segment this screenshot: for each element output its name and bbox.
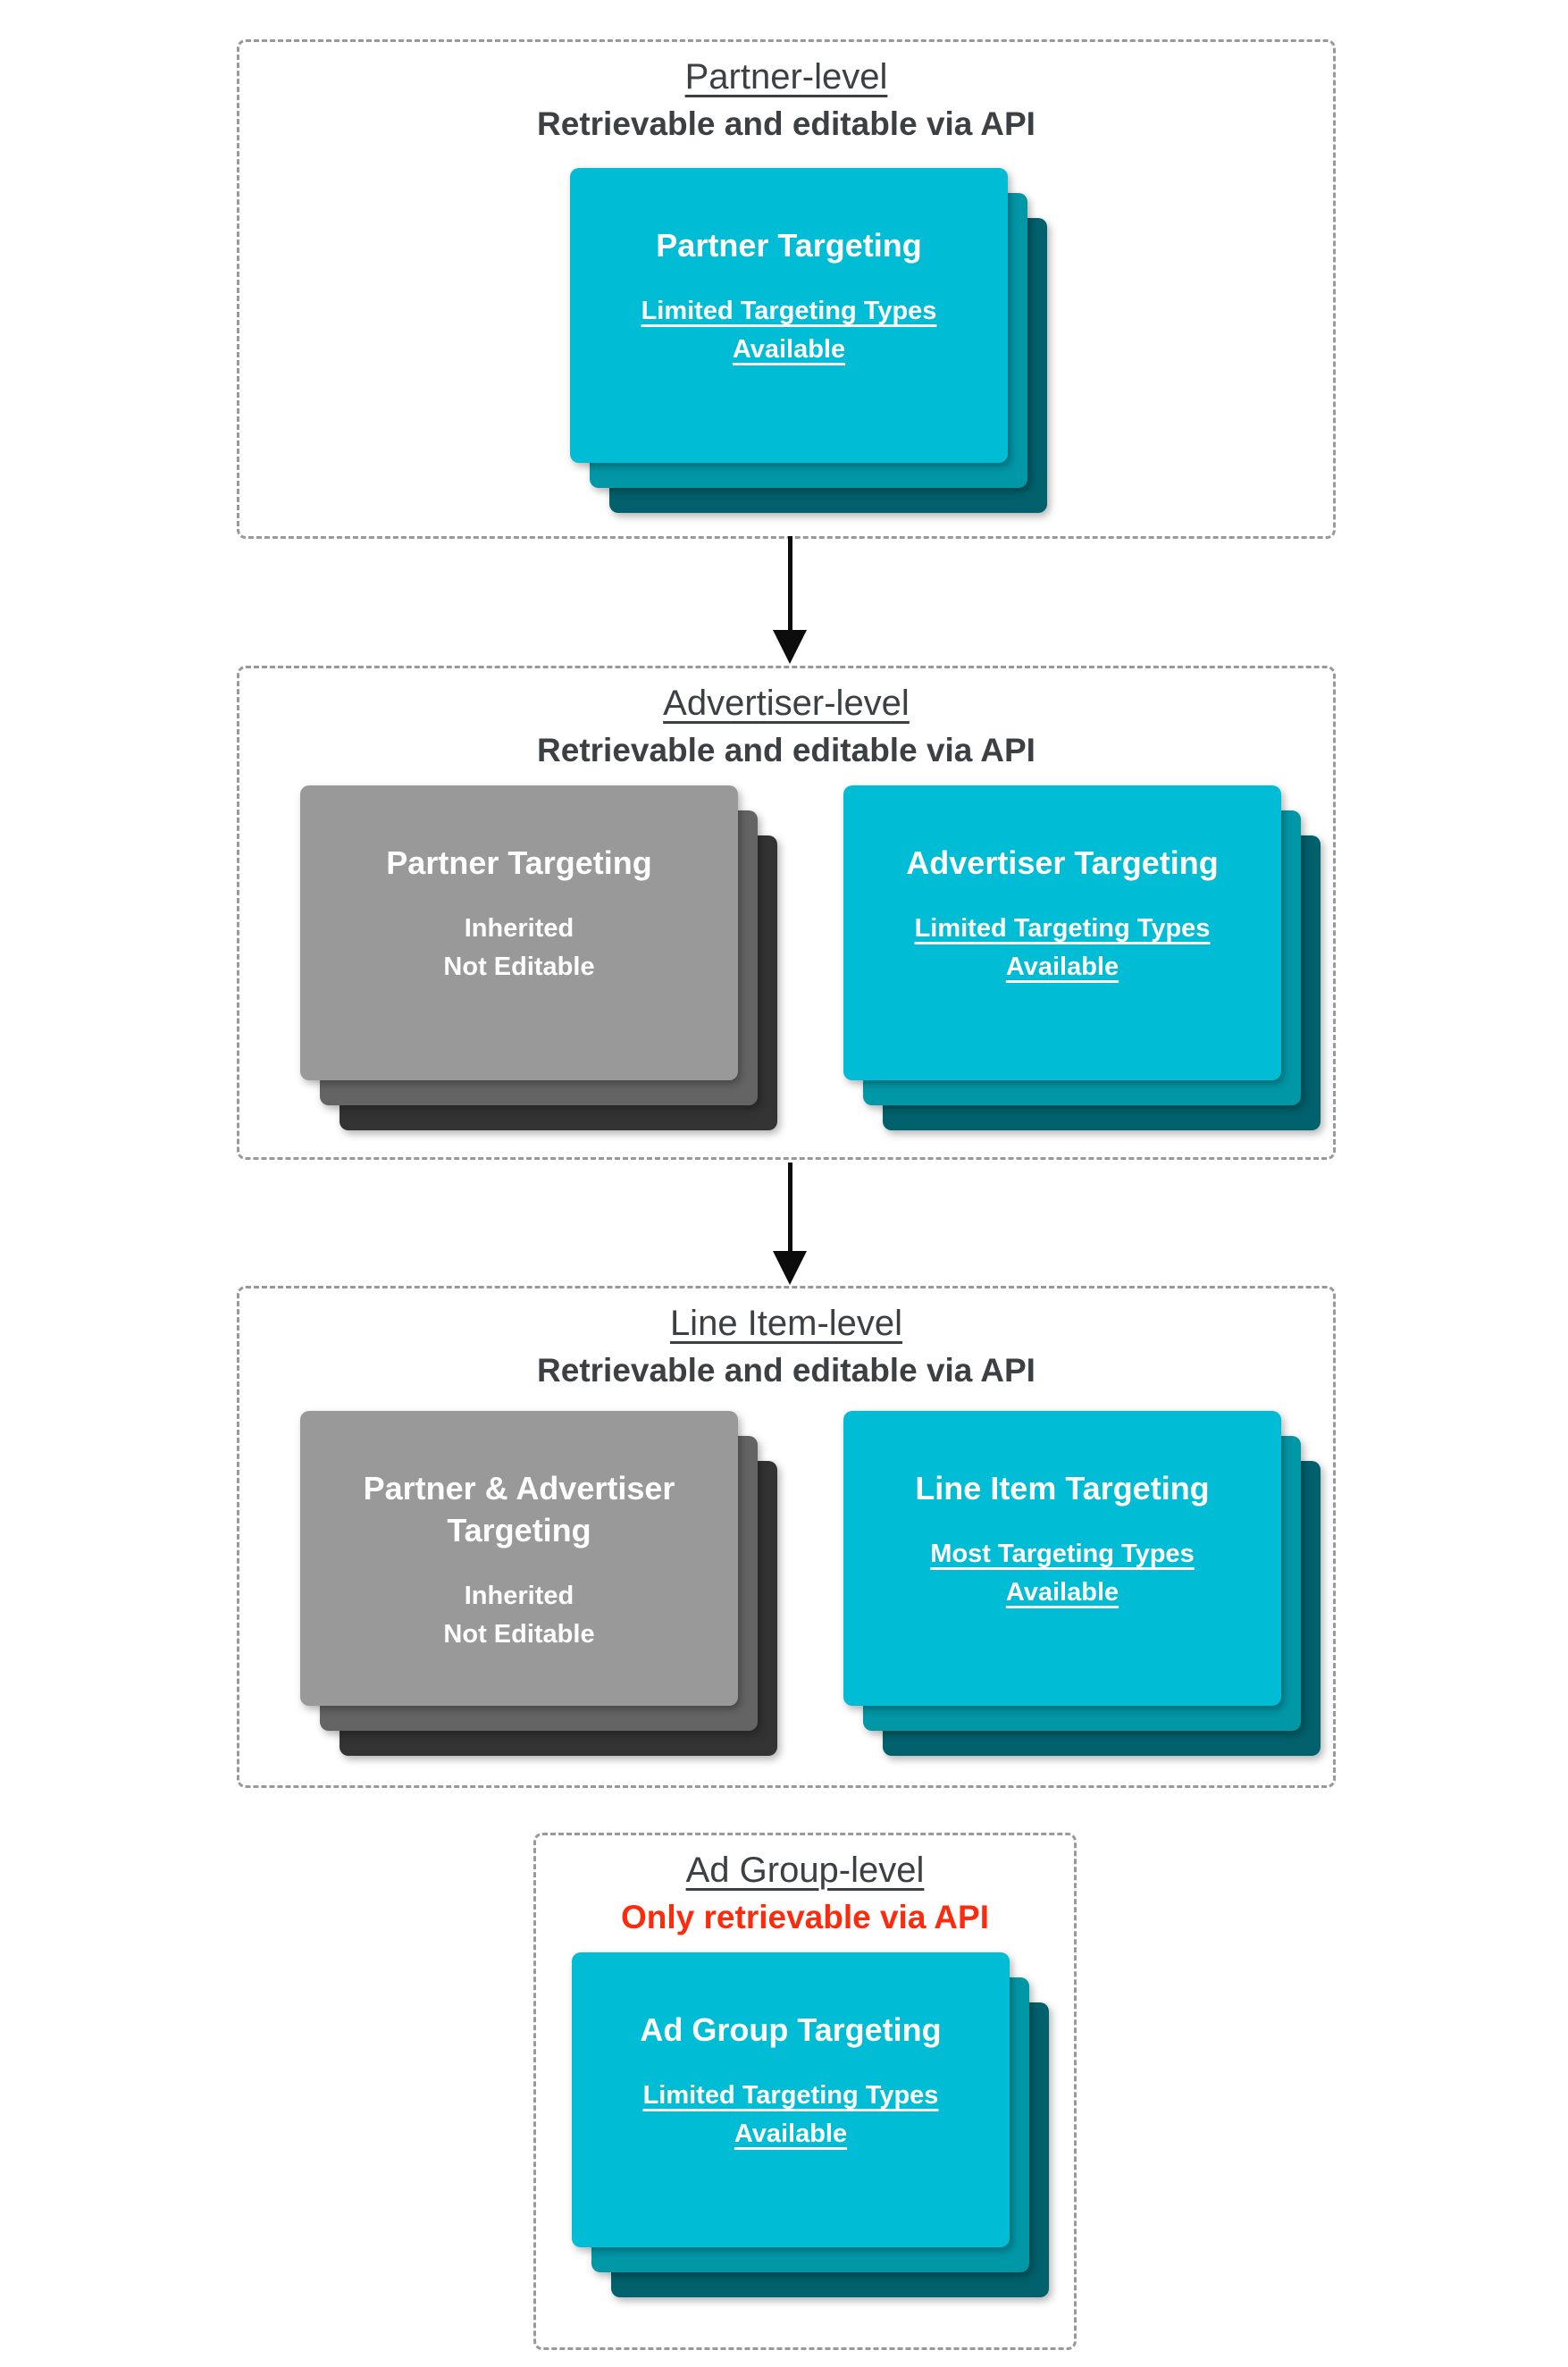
card-stack-line-item-targeting: Line Item Targeting Most Targeting Types…	[843, 1411, 1321, 1756]
section-subtitle: Retrievable and editable via API	[537, 105, 1036, 142]
card-subtitle: Limited Targeting Types Available	[641, 296, 937, 364]
section-subtitle: Retrievable and editable via API	[537, 1352, 1036, 1389]
card-stack-ad-group-targeting: Ad Group Targeting Limited Targeting Typ…	[572, 1952, 1049, 2297]
section-header: Partner-level Retrievable and editable v…	[239, 42, 1333, 144]
arrow-shaft	[787, 1163, 792, 1251]
card-title: Partner Targeting	[656, 227, 922, 264]
arrow-head	[773, 630, 807, 664]
down-arrow-icon	[772, 536, 808, 664]
card-line-item-targeting: Line Item Targeting Most Targeting Types…	[843, 1411, 1281, 1706]
card-stack-advertiser-targeting: Advertiser Targeting Limited Targeting T…	[843, 785, 1321, 1130]
card-title: Partner & Advertiser Targeting	[363, 1470, 675, 1549]
card-partner-targeting: Partner Targeting Limited Targeting Type…	[570, 168, 1008, 463]
card-subtitle: Limited Targeting Types Available	[642, 2080, 939, 2148]
section-title: Advertiser-level	[663, 684, 910, 723]
card-subtitle: Inherited Not Editable	[443, 1581, 595, 1649]
section-title: Ad Group-level	[685, 1851, 925, 1890]
section-line-item-level: Line Item-level Retrievable and editable…	[237, 1286, 1336, 1788]
section-header: Line Item-level Retrievable and editable…	[239, 1288, 1333, 1390]
card-title: Line Item Targeting	[915, 1470, 1210, 1507]
card-title: Ad Group Targeting	[640, 2011, 942, 2048]
section-header: Advertiser-level Retrievable and editabl…	[239, 668, 1333, 770]
arrow-head	[773, 1251, 807, 1285]
section-ad-group-level: Ad Group-level Only retrievable via API …	[533, 1833, 1077, 2350]
section-title: Partner-level	[684, 57, 888, 97]
card-subtitle: Limited Targeting Types Available	[914, 913, 1211, 981]
section-advertiser-level: Advertiser-level Retrievable and editabl…	[237, 666, 1336, 1160]
card-stack-partner-targeting: Partner Targeting Limited Targeting Type…	[570, 168, 1047, 513]
arrow-shaft	[787, 536, 792, 630]
card-title: Advertiser Targeting	[906, 844, 1219, 881]
card-stack-inherited-partner-targeting: Partner Targeting Inherited Not Editable	[300, 785, 777, 1130]
section-header: Ad Group-level Only retrievable via API	[536, 1835, 1074, 1937]
card-ad-group-targeting: Ad Group Targeting Limited Targeting Typ…	[572, 1952, 1010, 2247]
down-arrow-icon	[772, 1163, 808, 1285]
section-subtitle: Retrievable and editable via API	[537, 732, 1036, 768]
card-subtitle: Inherited Not Editable	[443, 913, 595, 981]
section-subtitle: Only retrievable via API	[621, 1899, 989, 1935]
section-title: Line Item-level	[669, 1304, 903, 1343]
card-partner-advertiser-targeting-inherited: Partner & Advertiser Targeting Inherited…	[300, 1411, 738, 1706]
section-partner-level: Partner-level Retrievable and editable v…	[237, 39, 1336, 539]
card-subtitle: Most Targeting Types Available	[930, 1539, 1195, 1607]
card-advertiser-targeting: Advertiser Targeting Limited Targeting T…	[843, 785, 1281, 1080]
card-stack-inherited-partner-advertiser-targeting: Partner & Advertiser Targeting Inherited…	[300, 1411, 777, 1756]
card-title: Partner Targeting	[386, 844, 652, 881]
card-partner-targeting-inherited: Partner Targeting Inherited Not Editable	[300, 785, 738, 1080]
